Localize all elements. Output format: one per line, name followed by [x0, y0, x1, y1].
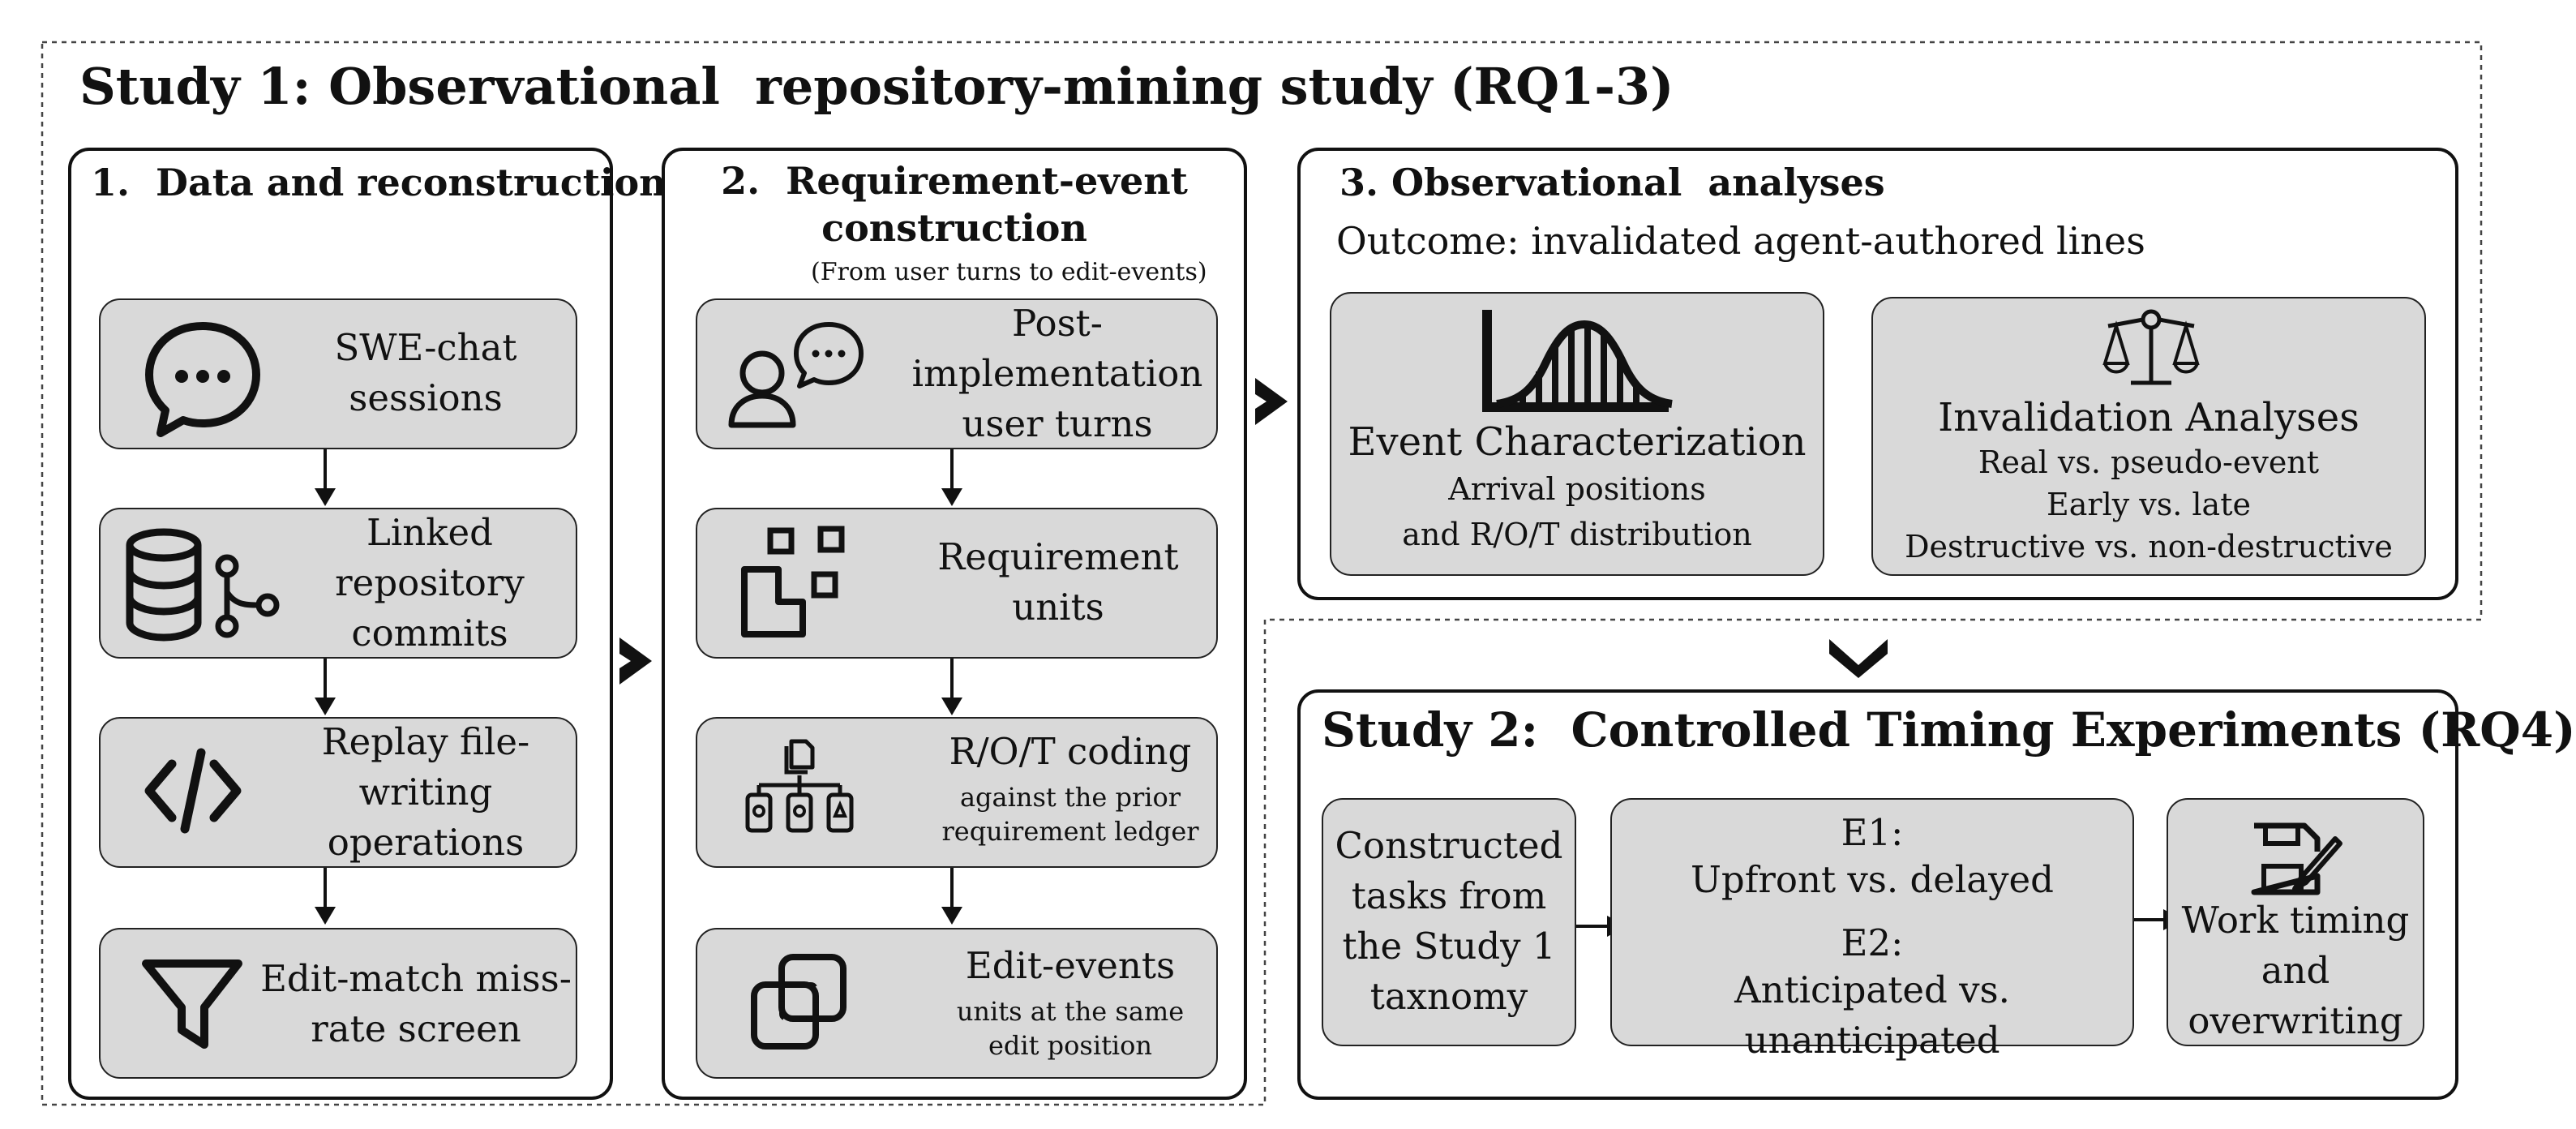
arrow-4-head: [941, 488, 962, 506]
node-swe-chat-sessions-label: SWE-chat sessions: [334, 326, 517, 419]
card-event-characterization: [1330, 292, 1824, 576]
panel3-title: 3. Observational analyses: [1339, 161, 1885, 204]
arrow-5-shaft: [950, 659, 954, 701]
filter-funnel-icon: [142, 959, 242, 1049]
panel2-title: 2. Requirement-event construction: [721, 159, 1188, 250]
e1-text: Upfront vs. delayed: [1690, 858, 2054, 901]
node-rot-coding-label: R/O/T coding: [949, 730, 1192, 773]
distribution-histogram-icon: [1482, 310, 1673, 412]
node-constructed-tasks-label: Constructed tasks from the Study 1 taxno…: [1335, 824, 1563, 1018]
card1-line-2: and R/O/T distribution: [1402, 517, 1752, 552]
arrow-6-shaft: [950, 868, 954, 910]
node-work-timing-label: Work timing and overwriting: [2181, 899, 2410, 1042]
database-branch-icon: [126, 528, 280, 642]
chevron-right-icon: [619, 637, 652, 685]
balance-scale-icon: [2102, 309, 2200, 385]
e2-text: Anticipated vs. unanticipated: [1734, 968, 2010, 1062]
card2-title: Invalidation Analyses: [1938, 395, 2360, 440]
card2-line-2: Early vs. late: [2047, 487, 2251, 522]
node-post-implementation-turns-label: Post- implementation user turns: [911, 302, 1203, 445]
node-rot-coding: [696, 717, 1218, 868]
node-edit-match-screen: [99, 928, 577, 1079]
card1-title: Event Characterization: [1348, 419, 1807, 465]
arrow-4-shaft: [950, 449, 954, 492]
study1-title: Study 1: Observational repository-mining…: [79, 57, 1674, 116]
arrow-7-shaft: [1576, 925, 1610, 928]
user-chat-icon: [728, 322, 864, 428]
code-icon: [144, 748, 242, 834]
arrow-2-head: [315, 698, 336, 715]
node-replay-file-writing: [99, 717, 577, 868]
e2-label: E2:: [1841, 921, 1904, 964]
node-edit-match-screen-label: Edit-match miss- rate screen: [260, 957, 572, 1050]
overlap-squares-icon: [751, 954, 847, 1050]
study1-dotted-border: [41, 41, 2483, 1106]
chat-bubble-icon: [145, 322, 260, 437]
card2-line-1: Real vs. pseudo-event: [1978, 444, 2320, 480]
panel2-subtitle: (From user turns to edit-events): [811, 258, 1207, 286]
chevron-down-icon: [1829, 639, 1888, 678]
card-invalidation-analyses: [1871, 297, 2426, 576]
arrow-2-shaft: [324, 659, 327, 701]
arrow-1-head: [315, 488, 336, 506]
arrow-6-head: [941, 907, 962, 925]
arrow-8-shaft: [2134, 918, 2167, 921]
chevron-right-icon: [1255, 378, 1288, 425]
node-experiments: [1610, 798, 2134, 1046]
arrow-3-head: [315, 907, 336, 925]
node-requirement-units-label: Requirement units: [937, 535, 1179, 629]
panel1-title: 1. Data and reconstruction: [91, 161, 667, 204]
arrow-5-head: [941, 698, 962, 715]
node-replay-file-writing-label: Replay file- writing operations: [321, 720, 530, 864]
blocks-icon: [741, 526, 845, 637]
panel3-outcome: Outcome: invalidated agent-authored line…: [1336, 219, 2145, 263]
card2-line-3: Destructive vs. non-destructive: [1905, 529, 2393, 564]
node-edit-events-label: Edit-events: [965, 944, 1176, 987]
node-edit-events-sub: units at the same edit position: [956, 996, 1185, 1061]
arrow-1-shaft: [324, 449, 327, 492]
arrow-3-shaft: [324, 868, 327, 910]
node-rot-coding-sub: against the prior requirement ledger: [941, 782, 1199, 847]
study2-title: Study 2: Controlled Timing Experiments (…: [1322, 702, 2576, 758]
floppy-pen-icon: [2251, 822, 2342, 895]
node-constructed-tasks: [1322, 798, 1576, 1046]
hierarchy-icon: [745, 739, 854, 833]
e1-label: E1:: [1841, 811, 1904, 854]
card1-line-1: Arrival positions: [1448, 471, 1706, 507]
node-linked-commits-label: Linked repository commits: [335, 511, 525, 655]
